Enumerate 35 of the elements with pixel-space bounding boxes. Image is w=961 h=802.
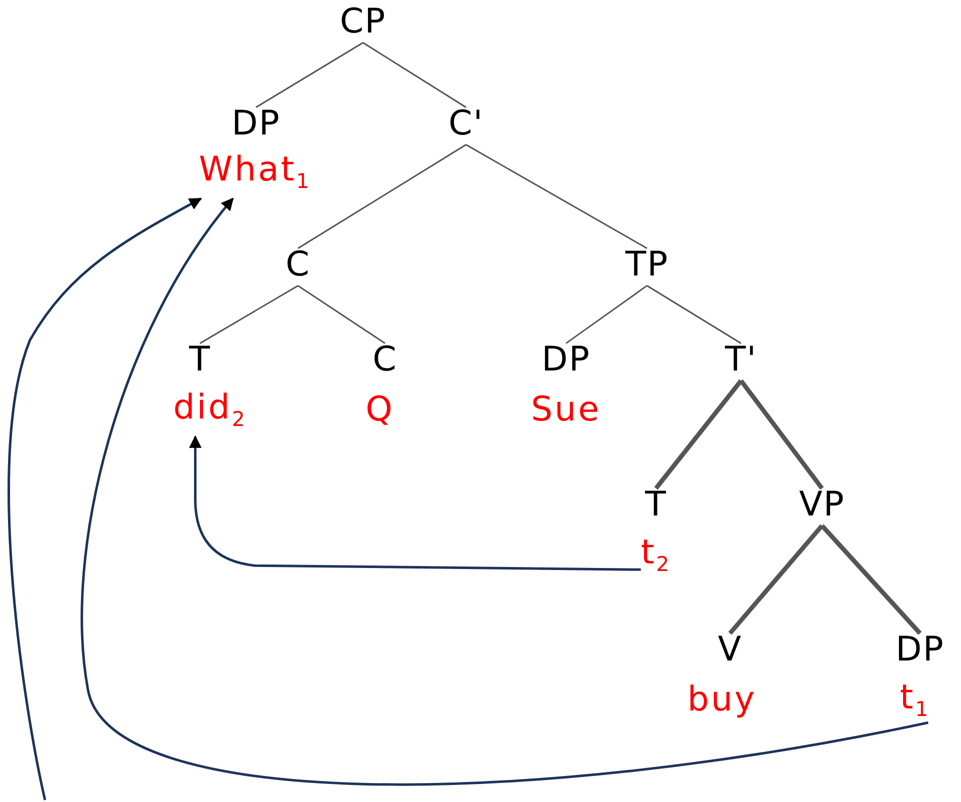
word-label: What$_{1}$ [198, 151, 312, 193]
word-label: t$_{2}$ [640, 534, 672, 576]
word-label: t$_{1}$ [900, 679, 930, 721]
branch-line [298, 285, 386, 344]
branch-line [654, 379, 743, 490]
category-label: TP [625, 246, 669, 284]
branch-line [566, 285, 648, 344]
word-label: Q [366, 391, 394, 429]
category-label: V [718, 631, 742, 669]
branch-line [820, 524, 922, 635]
branch-line [739, 379, 824, 490]
category-label: CP [340, 3, 386, 41]
word-label: Sue [530, 391, 602, 429]
category-label: VP [799, 486, 845, 524]
category-label: C' [448, 105, 484, 143]
branch-line [298, 144, 466, 249]
movement-arrow [80, 198, 928, 786]
branch-line [728, 524, 824, 635]
word-label: buy [687, 681, 757, 719]
branch-line [466, 144, 648, 249]
category-label: DP [232, 105, 280, 143]
word-label: did$_{2}$ [173, 389, 247, 431]
movement-arrow [189, 435, 641, 571]
branch-line [200, 285, 298, 344]
category-label: C [372, 341, 398, 379]
branch-line [256, 42, 364, 108]
category-label: DP [542, 341, 590, 379]
branch-line [362, 42, 466, 108]
branch-line [646, 285, 742, 344]
category-label: T [645, 486, 667, 524]
category-label: DP [896, 631, 944, 669]
category-label: T [189, 341, 211, 379]
category-label: T' [724, 341, 758, 379]
category-label: C [286, 246, 310, 284]
movement-arrow [8, 198, 202, 800]
